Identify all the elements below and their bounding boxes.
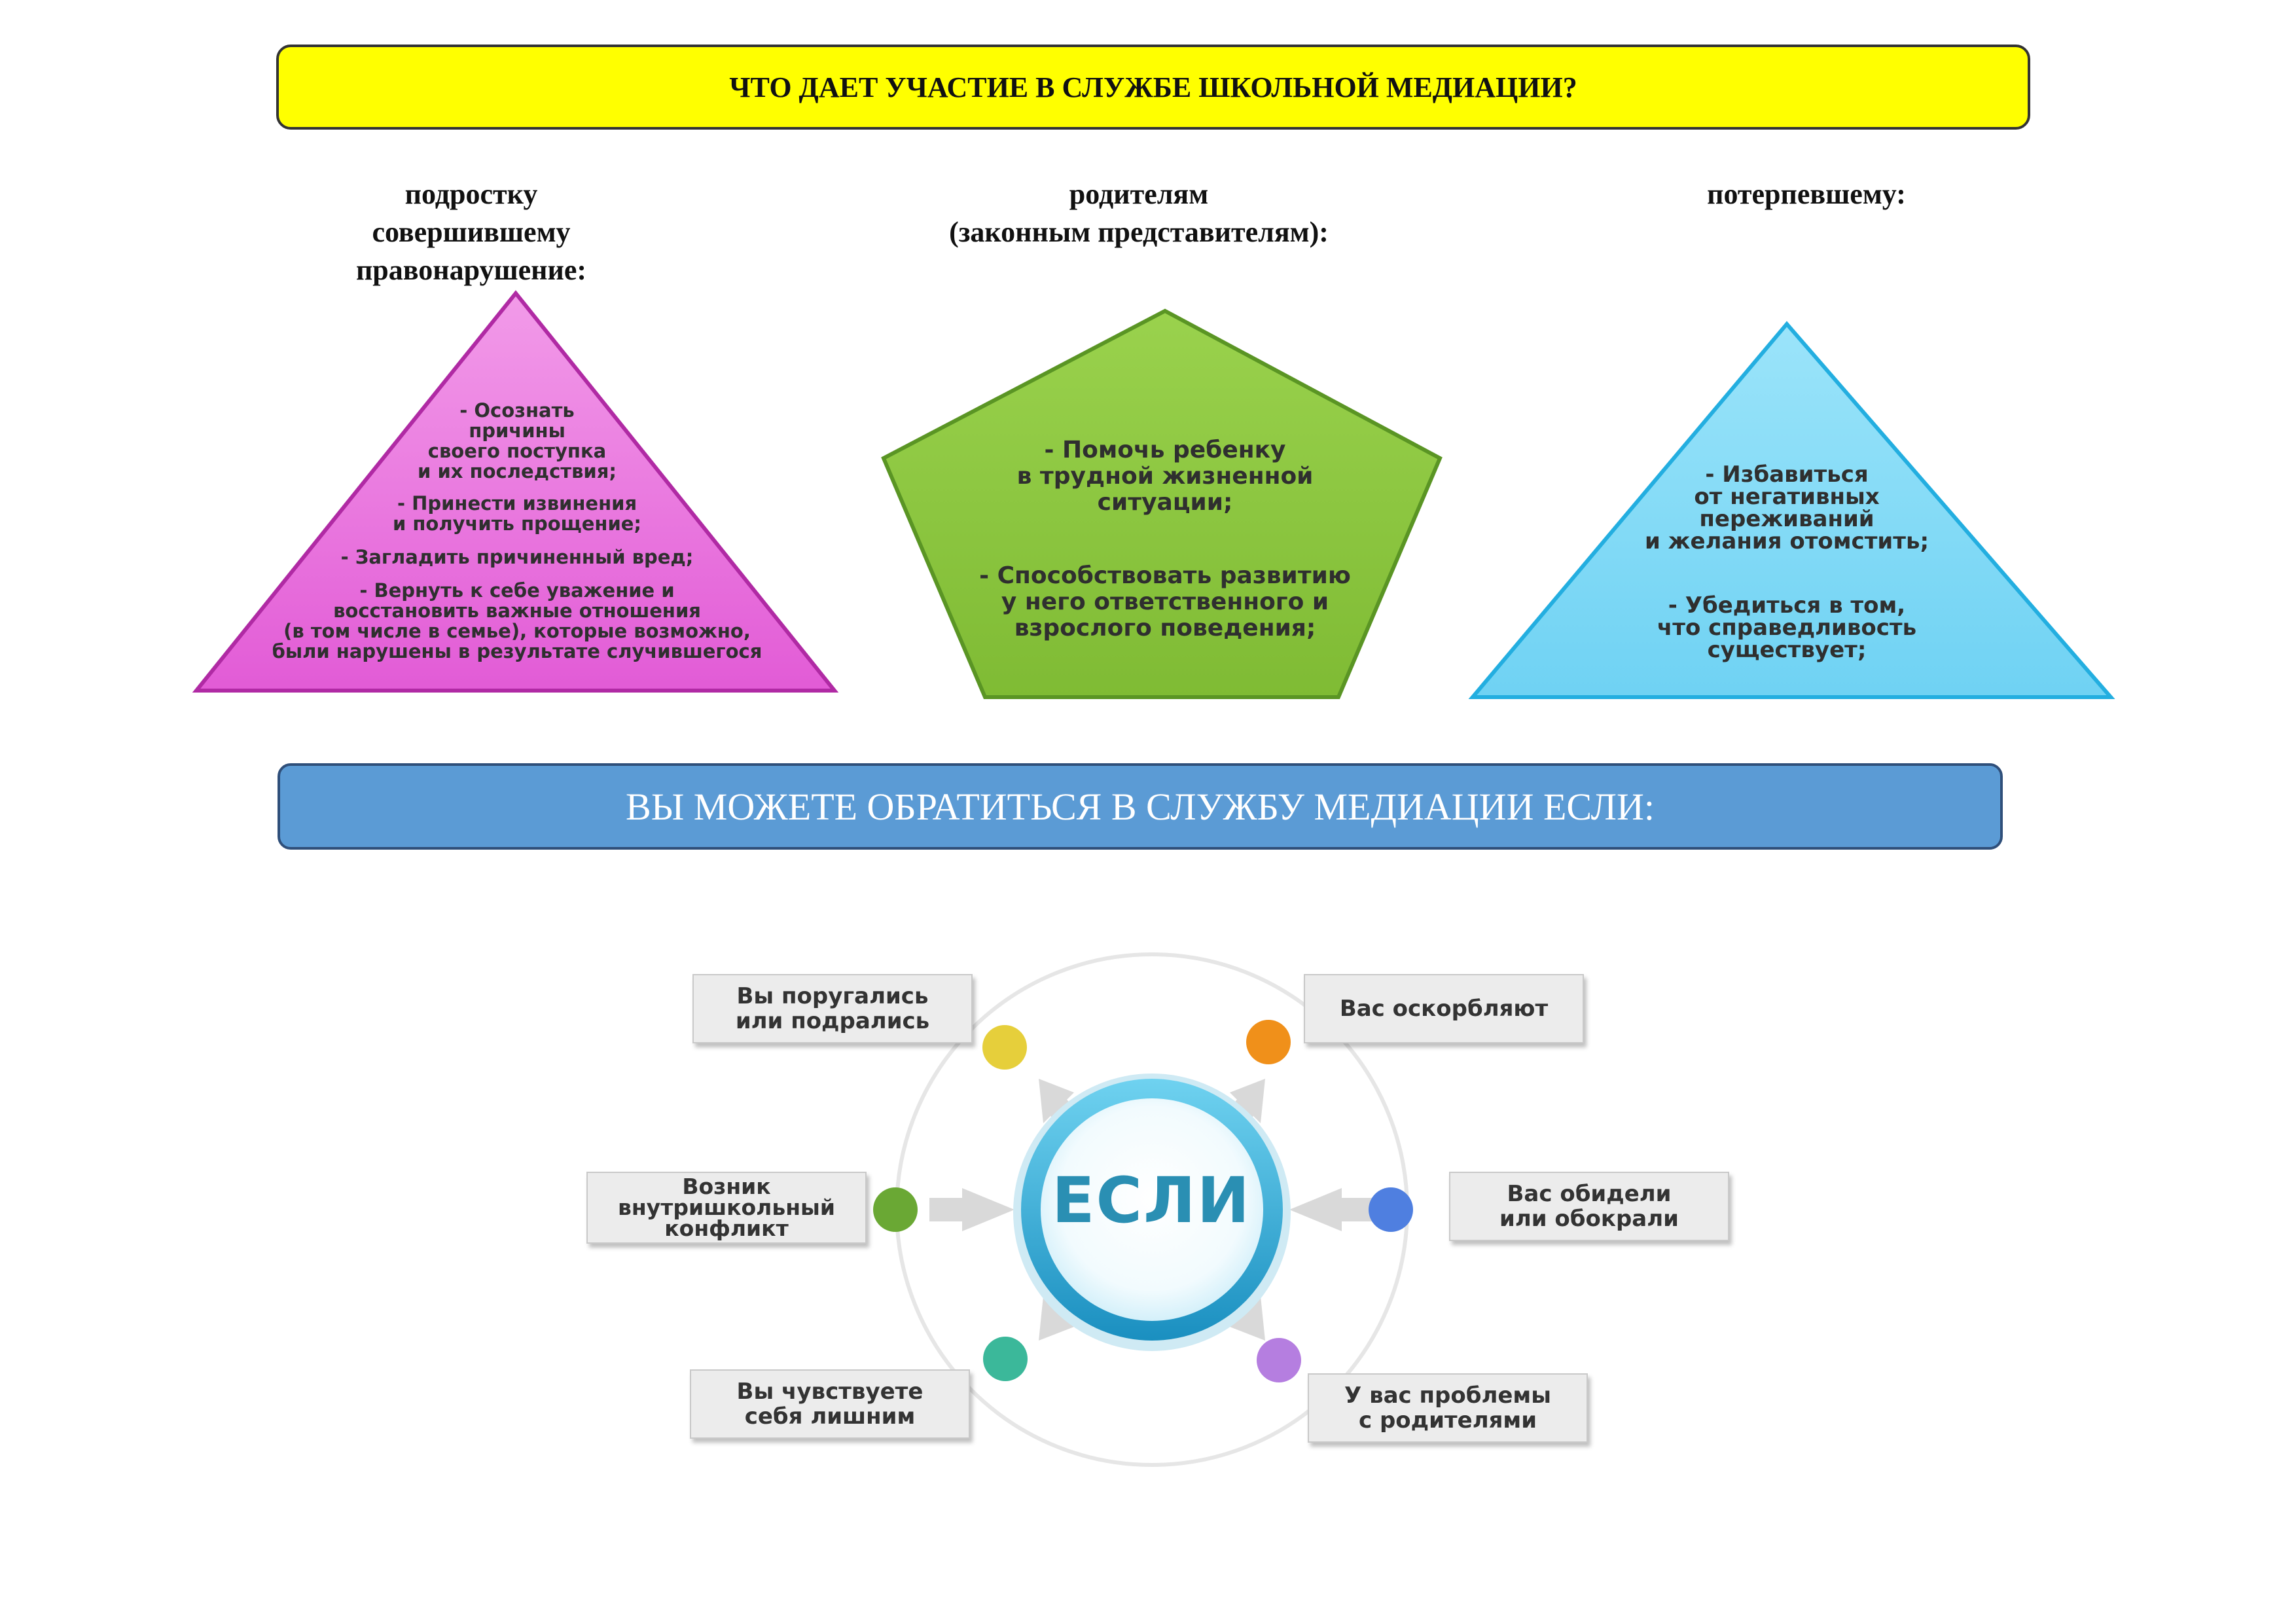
benefit-line: что справедливость [1657,615,1917,641]
benefit-line: переживаний [1699,506,1874,532]
benefit-line: у него ответственного и [1001,588,1329,615]
column-title-line: подростку [404,178,538,210]
node-line: или обокрали [1499,1206,1679,1232]
benefit-line: восстановить важные отношения [333,600,701,622]
benefit-line: - Загладить причиненный вред; [340,546,694,568]
benefit-item: - Принести извинения и получить прощение… [252,494,782,534]
node-lonely: Вы чувствуете себя лишним [690,1369,970,1439]
benefit-line: - Способствовать развитию [979,562,1351,589]
node-line: конфликт [664,1216,789,1241]
arrow-right [1289,1188,1374,1231]
benefit-line: и их последствия; [418,460,617,482]
benefit-line: и желания отомстить; [1644,528,1929,554]
benefit-line: - Вернуть к себе уважение и [359,579,675,602]
benefit-line: своего поступка [427,440,607,462]
center-circle [1041,1098,1263,1321]
arrow-left [929,1188,1014,1231]
node-insult: Вас оскорбляют [1304,974,1584,1043]
benefit-line: были нарушены в результате случившегося [272,640,762,662]
benefit-item: - Помочь ребенку в трудной жизненной сит… [929,437,1401,516]
if-center-label: ЕСЛИ [1051,1164,1251,1237]
benefit-line: (в том числе в семье), которые возможно, [283,620,751,642]
contact-banner-text: ВЫ МОЖЕТЕ ОБРАТИТЬСЯ В СЛУЖБУ МЕДИАЦИИ Е… [626,785,1655,828]
column-title-line: потерпевшему: [1707,178,1906,210]
offender-benefits: - Осознать причины своего поступка и их … [252,401,782,662]
parents-benefits: - Помочь ребенку в трудной жизненной сит… [929,437,1401,641]
victim-benefits: - Избавиться от негативных переживаний и… [1590,463,1983,661]
column-title-offender: подростку совершившему правонарушение: [301,175,641,289]
benefit-item: - Убедиться в том, что справедливость су… [1590,594,1983,661]
benefit-line: в трудной жизненной [1016,463,1314,490]
benefit-item: - Избавиться от негативных переживаний и… [1590,463,1983,552]
contact-banner: ВЫ МОЖЕТЕ ОБРАТИТЬСЯ В СЛУЖБУ МЕДИАЦИИ Е… [278,763,2003,850]
node-conflict: Возник внутришкольный конфликт [586,1172,867,1244]
offender-triangle [192,290,2115,699]
node-quarrel: Вы поругались или подрались [692,974,973,1043]
benefit-line: - Осознать [459,399,575,422]
node-line: Вы поругались [736,983,929,1009]
dot-insult [1246,1020,1291,1064]
node-offended: Вас обидели или обокрали [1449,1172,1729,1241]
column-title-parents: родителям (законным представителям): [903,175,1374,251]
column-title-victim: потерпевшему: [1636,175,1977,213]
blue-triangle-shape [1468,321,2115,699]
benefit-line: ситуации; [1097,489,1233,516]
node-line: себя лишним [744,1403,916,1430]
dot-parents [1257,1338,1301,1382]
pink-triangle-shape [192,290,839,693]
node-line: Вас оскорбляют [1339,996,1549,1022]
node-line: Вас обидели [1507,1181,1672,1207]
benefit-item: - Осознать причины своего поступка и их … [252,401,782,482]
benefit-line: и получить прощение; [392,513,642,535]
dot-offended [1369,1187,1413,1232]
benefit-line: причины [469,420,565,442]
dot-quarrel [982,1025,1027,1070]
green-pentagon-shape [881,308,1443,699]
page-title: ЧТО ДАЕТ УЧАСТИЕ В СЛУЖБЕ ШКОЛЬНОЙ МЕДИА… [729,71,1577,103]
node-line: или подрались [735,1008,930,1034]
benefit-line: - Помочь ребенку [1044,437,1286,463]
column-title-line: (законным представителям): [949,216,1329,248]
column-title-line: правонарушение: [355,254,587,286]
dot-conflict [873,1187,918,1232]
benefit-item: - Загладить причиненный вред; [252,547,782,568]
node-line: внутришкольный [618,1195,835,1220]
benefit-line: взрослого поведения; [1014,615,1316,641]
benefit-line: от негативных [1694,484,1880,510]
page-title-banner: ЧТО ДАЕТ УЧАСТИЕ В СЛУЖБЕ ШКОЛЬНОЙ МЕДИА… [276,45,2030,130]
column-title-line: совершившему [372,216,571,248]
node-line: с родителями [1358,1407,1537,1434]
node-line: Вы чувствуете [736,1379,924,1405]
benefit-line: - Убедиться в том, [1668,592,1906,619]
benefit-line: - Принести извинения [397,492,637,514]
node-parents: У вас проблемы с родителями [1308,1373,1588,1443]
node-line: У вас проблемы [1344,1382,1551,1409]
benefit-line: существует; [1707,637,1867,663]
benefit-line: - Избавиться [1705,461,1869,488]
benefit-item: - Способствовать развитию у него ответст… [929,563,1401,641]
benefit-item: - Вернуть к себе уважение и восстановить… [252,581,782,662]
node-line: Возник [682,1174,771,1199]
column-title-line: родителям [1069,178,1209,210]
dot-lonely [983,1337,1028,1381]
